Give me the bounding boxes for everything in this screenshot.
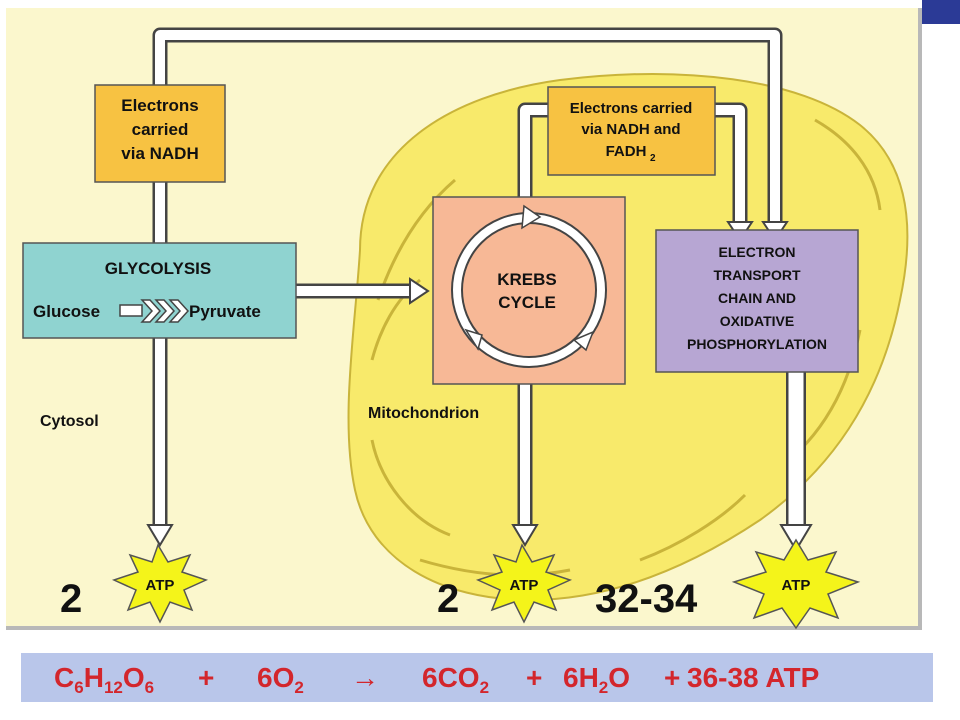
atp-star-krebs: ATP xyxy=(475,543,573,624)
etc-line-1: ELECTRON xyxy=(719,244,796,260)
krebs-line-2: CYCLE xyxy=(498,293,556,312)
equation-glucose: C6H12O6 xyxy=(54,662,155,697)
etc-line-4: OXIDATIVE xyxy=(720,313,794,329)
glucose-label: Glucose xyxy=(33,302,100,321)
equation-total-atp: 36-38 ATP xyxy=(687,662,820,693)
nadh-line-3: via NADH xyxy=(121,144,198,163)
nadh-line-2: carried xyxy=(132,120,189,139)
glycolysis-chevrons xyxy=(119,299,190,323)
atp-label-1: ATP xyxy=(146,577,175,594)
equation-water: 6H2O xyxy=(563,662,631,697)
equation-bar: C6H12O6 + 6O2 → 6CO2 + 6H2O + 36-38 ATP xyxy=(21,653,933,702)
box-electrons-nadh-fadh2: Electrons carried via NADH and FADH 2 xyxy=(547,86,716,176)
equation-plus-1: + xyxy=(198,662,215,693)
atp-count-krebs: 2 xyxy=(437,577,459,621)
fadh-line-3: FADH xyxy=(606,143,647,160)
atp-label-2: ATP xyxy=(510,577,539,594)
box-electron-transport-chain: ELECTRON TRANSPORT CHAIN AND OXIDATIVE P… xyxy=(655,229,859,373)
equation-plus-2: + xyxy=(526,662,543,693)
box-glycolysis: GLYCOLYSIS Glucose Pyruvate xyxy=(22,242,297,339)
box-electrons-nadh: Electrons carried via NADH xyxy=(94,84,226,183)
atp-count-etc: 32-34 xyxy=(595,577,698,621)
etc-line-5: PHOSPHORYLATION xyxy=(687,336,827,352)
etc-line-2: TRANSPORT xyxy=(713,267,801,283)
equation-plus-3: + xyxy=(664,662,681,693)
pyruvate-label: Pyruvate xyxy=(189,302,261,321)
atp-star-glycolysis: ATP xyxy=(111,543,209,624)
fadh-line-1: Electrons carried xyxy=(570,100,693,117)
etc-line-3: CHAIN AND xyxy=(718,290,796,306)
fadh-subscript: 2 xyxy=(650,153,656,164)
equation-arrow: → xyxy=(351,662,379,693)
krebs-line-1: KREBS xyxy=(497,270,557,289)
equation-co2: 6CO2 xyxy=(422,662,490,697)
fadh-line-2: via NADH and xyxy=(581,121,680,138)
atp-star-etc: ATP xyxy=(731,538,861,630)
box-krebs-cycle: KREBS CYCLE xyxy=(432,196,626,385)
atp-count-glycolysis: 2 xyxy=(60,577,82,621)
atp-label-3: ATP xyxy=(782,577,811,594)
corner-block xyxy=(922,0,960,24)
glycolysis-title: GLYCOLYSIS xyxy=(105,259,211,278)
equation-oxygen: 6O2 xyxy=(257,662,304,697)
nadh-line-1: Electrons xyxy=(121,96,198,115)
mitochondrion-label: Mitochondrion xyxy=(368,405,479,422)
cytosol-label: Cytosol xyxy=(40,413,99,430)
